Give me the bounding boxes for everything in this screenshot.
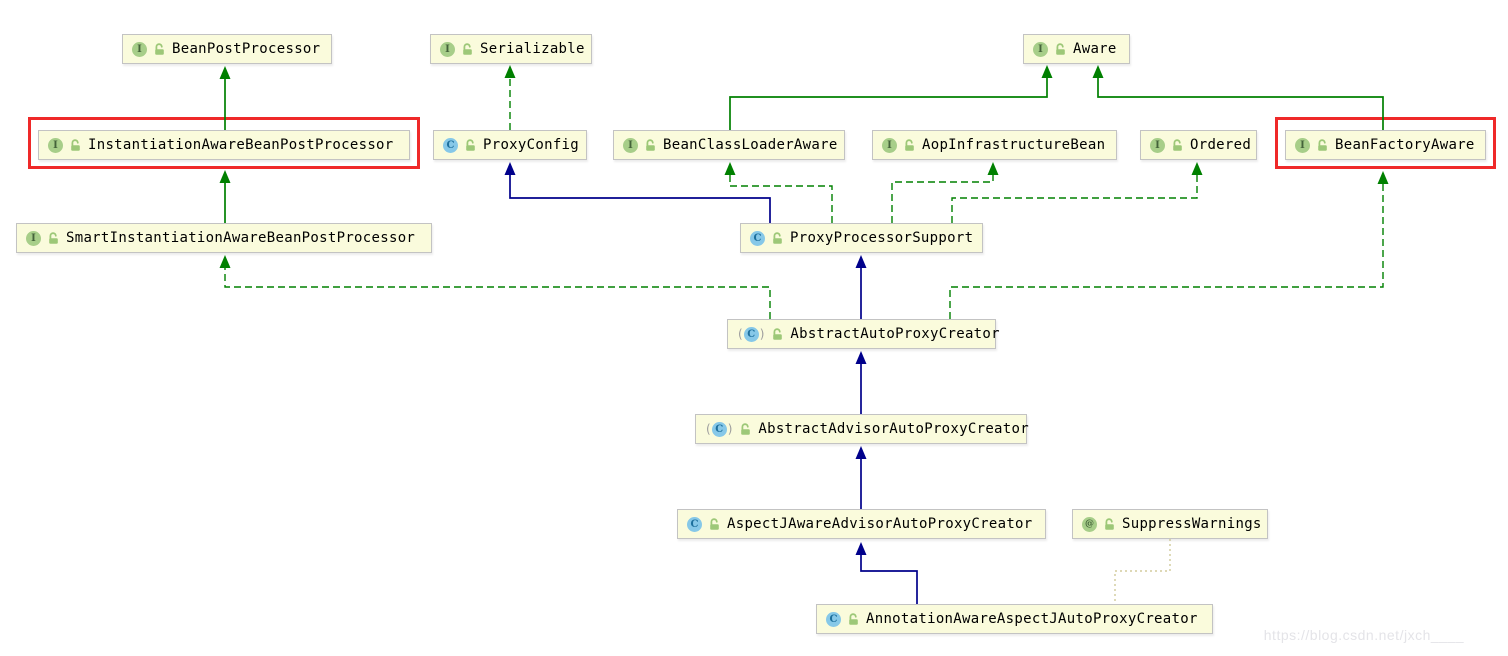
arrowhead-abstract-auto-proxy-creator [855,351,867,364]
public-lock-icon [771,231,784,245]
arrowhead-bean-factory-aware [1377,171,1389,184]
node-abstract-advisor-auto-proxy-creator[interactable]: (C) AbstractAdvisorAutoProxyCreator [695,414,1029,444]
interface-icon: I [132,41,147,57]
node-instantiation-aware-bean-post-processor[interactable]: I InstantiationAwareBeanPostProcessor [38,130,410,160]
edge-suppress-warnings-annotation-aware-aspectj-auto-proxy-creator [1114,539,1171,604]
node-label: Serializable [480,41,585,57]
edge-annotation-aware-aspectj-auto-proxy-creator-aspectj-aware-advisor-auto-proxy-creator [860,555,918,604]
node-label: BeanPostProcessor [172,41,321,57]
arrowhead-bean-post-processor [219,66,231,79]
edge-proxy-processor-support-bean-class-loader-aware [729,175,833,223]
interface-icon: I [1295,137,1310,153]
interface-icon: I [623,137,638,153]
edge-proxy-processor-support-ordered [951,175,1198,223]
public-lock-icon [771,327,784,341]
class-icon: C [750,230,765,246]
arrowhead-bean-class-loader-aware [724,162,736,175]
node-abstract-auto-proxy-creator[interactable]: (C) AbstractAutoProxyCreator [727,319,1000,349]
node-aware[interactable]: I Aware [1023,34,1130,64]
public-lock-icon [1316,138,1329,152]
node-serializable[interactable]: I Serializable [430,34,592,64]
node-label: AspectJAwareAdvisorAutoProxyCreator [727,516,1033,532]
node-annotation-aware-aspectj-auto-proxy-creator[interactable]: C AnnotationAwareAspectJAutoProxyCreator [816,604,1213,634]
interface-icon: I [26,230,41,246]
arrowhead-serializable [504,65,516,78]
arrowhead-instantiation-aware-bean-post-processor [219,170,231,183]
node-suppress-warnings[interactable]: @ SuppressWarnings [1072,509,1268,539]
edge-proxy-processor-support-aop-infrastructure-bean [891,175,994,223]
edge-abstract-auto-proxy-creator-smart-instantiation-aware-bean-post-processor [224,268,771,319]
class-icon: C [826,611,841,627]
arrowhead-aware [1092,65,1104,78]
interface-icon: I [48,137,63,153]
public-lock-icon [1171,138,1184,152]
node-proxy-config[interactable]: C ProxyConfig [433,130,587,160]
annotation-icon: @ [1082,516,1097,532]
interface-icon: I [440,41,455,57]
class-icon: C [443,137,458,153]
edge-abstract-auto-proxy-creator-bean-factory-aware [949,184,1384,319]
node-label: SuppressWarnings [1122,516,1262,532]
public-lock-icon [47,231,60,245]
selection-highlight-bean-factory-aware [1275,117,1496,169]
public-lock-icon [1103,517,1116,531]
edge-proxy-processor-support-proxy-config [509,175,771,223]
node-label: Aware [1073,41,1117,57]
arrowhead-aware [1041,65,1053,78]
node-label: AopInfrastructureBean [922,137,1106,153]
node-label: BeanClassLoaderAware [663,137,838,153]
interface-icon: I [1150,137,1165,153]
node-smart-instantiation-aware-bean-post-processor[interactable]: I SmartInstantiationAwareBeanPostProcess… [16,223,432,253]
node-label: InstantiationAwareBeanPostProcessor [88,137,394,153]
node-aop-infrastructure-bean[interactable]: I AopInfrastructureBean [872,130,1117,160]
watermark: https://blog.csdn.net/jxch____ [1263,627,1464,643]
node-proxy-processor-support[interactable]: C ProxyProcessorSupport [740,223,983,253]
public-lock-icon [644,138,657,152]
node-label: ProxyProcessorSupport [790,230,974,246]
public-lock-icon [153,42,166,56]
node-bean-post-processor[interactable]: I BeanPostProcessor [122,34,332,64]
node-bean-class-loader-aware[interactable]: I BeanClassLoaderAware [613,130,845,160]
node-label: Ordered [1190,137,1252,153]
node-label: AnnotationAwareAspectJAutoProxyCreator [866,611,1198,627]
arrowhead-abstract-advisor-auto-proxy-creator [855,446,867,459]
node-label: BeanFactoryAware [1335,137,1475,153]
abstract-class-icon: (C) [738,326,765,342]
node-label: ProxyConfig [483,137,580,153]
arrowhead-aspectj-aware-advisor-auto-proxy-creator [855,542,867,555]
node-aspectj-aware-advisor-auto-proxy-creator[interactable]: C AspectJAwareAdvisorAutoProxyCreator [677,509,1046,539]
arrowhead-proxy-processor-support [855,255,867,268]
public-lock-icon [708,517,721,531]
node-label: SmartInstantiationAwareBeanPostProcessor [66,230,416,246]
node-bean-factory-aware[interactable]: I BeanFactoryAware [1285,130,1486,160]
public-lock-icon [903,138,916,152]
class-icon: C [687,516,702,532]
arrowhead-smart-instantiation-aware-bean-post-processor [219,255,231,268]
abstract-class-icon: (C) [706,421,733,437]
interface-icon: I [1033,41,1048,57]
interface-icon: I [882,137,897,153]
public-lock-icon [464,138,477,152]
public-lock-icon [461,42,474,56]
arrowhead-aop-infrastructure-bean [987,162,999,175]
public-lock-icon [739,422,752,436]
public-lock-icon [847,612,860,626]
node-label: AbstractAutoProxyCreator [790,326,1000,342]
edge-bean-class-loader-aware-aware [729,78,1048,130]
arrowhead-proxy-config [504,162,516,175]
selection-highlight-instantiation-aware-bean-post-processor [28,117,420,169]
arrowhead-ordered [1191,162,1203,175]
public-lock-icon [69,138,82,152]
node-ordered[interactable]: I Ordered [1140,130,1257,160]
node-label: AbstractAdvisorAutoProxyCreator [758,421,1029,437]
public-lock-icon [1054,42,1067,56]
